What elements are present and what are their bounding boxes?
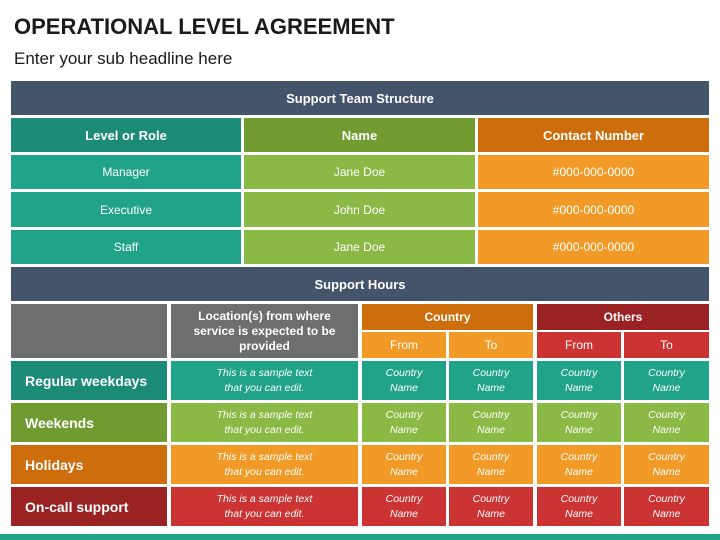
country-name-line: Name [389,465,418,478]
others-from-header: From [537,332,621,358]
country-name-cell: Country Name [537,403,621,442]
team-cell-contact: #000-000-0000 [478,230,709,264]
sample-text-line: that you can edit. [224,507,305,520]
sample-text-line: This is a sample text [216,366,313,379]
country-name-line: Name [476,465,505,478]
team-cell-role: Staff [11,230,241,264]
team-cell-role: Executive [11,192,241,227]
team-cell-name: Jane Doe [244,230,475,264]
country-name-line: Name [476,381,505,394]
country-name-line: Country [385,450,423,463]
team-cell-name: Jane Doe [244,155,475,189]
country-to-header: To [449,332,533,358]
country-name-cell: Country Name [449,487,533,526]
team-cell-role: Manager [11,155,241,189]
bottom-accent-bar [0,534,720,540]
country-name-cell: Country Name [537,361,621,400]
country-name-line: Name [652,465,681,478]
page-title: OPERATIONAL LEVEL AGREEMENT [14,14,395,39]
hours-row-label: On-call support [11,487,167,526]
sample-text-cell: This is a sample text that you can edit. [171,403,358,442]
team-cell-name: John Doe [244,192,475,227]
hours-row-label: Regular weekdays [11,361,167,400]
country-header: Country [362,304,533,330]
country-name-line: Country [560,408,598,421]
country-name-cell: Country Name [537,445,621,484]
country-name-line: Country [560,450,598,463]
sample-text-cell: This is a sample text that you can edit. [171,445,358,484]
country-name-line: Name [389,507,418,520]
country-name-line: Country [648,492,685,505]
country-name-cell: Country Name [624,487,709,526]
country-name-line: Name [564,423,593,436]
country-name-line: Country [560,492,598,505]
country-name-line: Name [652,381,681,394]
sample-text-line: that you can edit. [224,381,305,394]
country-name-line: Country [560,366,598,379]
team-col-role-header: Level or Role [11,118,241,152]
team-cell-contact: #000-000-0000 [478,192,709,227]
sample-text-line: This is a sample text [216,408,313,421]
sample-text-line: This is a sample text [216,450,313,463]
page-subtitle: Enter your sub headline here [14,49,233,68]
country-name-cell: Country Name [449,361,533,400]
country-name-line: Country [472,492,510,505]
country-name-line: Name [564,381,593,394]
country-name-line: Country [472,408,510,421]
country-name-cell: Country Name [537,487,621,526]
country-name-line: Country [648,408,685,421]
others-header: Others [537,304,709,330]
sample-text-line: This is a sample text [216,492,313,505]
sample-text-cell: This is a sample text that you can edit. [171,361,358,400]
country-name-line: Name [476,423,505,436]
country-from-header: From [362,332,446,358]
sample-text-line: that you can edit. [224,423,305,436]
country-name-line: Country [648,366,685,379]
team-section-header: Support Team Structure [11,81,709,115]
country-name-cell: Country Name [362,445,446,484]
country-name-line: Name [564,507,593,520]
country-name-line: Country [385,408,423,421]
country-name-cell: Country Name [624,403,709,442]
country-name-line: Name [389,381,418,394]
hours-corner-cell [11,304,167,358]
country-name-cell: Country Name [449,403,533,442]
country-name-line: Country [385,366,423,379]
country-name-line: Name [652,507,681,520]
team-col-contact-header: Contact Number [478,118,709,152]
country-name-cell: Country Name [624,361,709,400]
others-to-header: To [624,332,709,358]
hours-row-label: Weekends [11,403,167,442]
country-name-line: Name [476,507,505,520]
country-name-cell: Country Name [624,445,709,484]
hours-section-header: Support Hours [11,267,709,301]
country-name-cell: Country Name [362,403,446,442]
country-name-cell: Country Name [449,445,533,484]
team-col-name-header: Name [244,118,475,152]
country-name-cell: Country Name [362,487,446,526]
country-name-line: Name [564,465,593,478]
country-name-line: Country [385,492,423,505]
sample-text-line: that you can edit. [224,465,305,478]
country-name-cell: Country Name [362,361,446,400]
country-name-line: Country [472,450,510,463]
hours-row-label: Holidays [11,445,167,484]
team-cell-contact: #000-000-0000 [478,155,709,189]
country-name-line: Name [652,423,681,436]
country-name-line: Country [648,450,685,463]
sample-text-cell: This is a sample text that you can edit. [171,487,358,526]
country-name-line: Country [472,366,510,379]
country-name-line: Name [389,423,418,436]
location-header: Location(s) from where service is expect… [171,304,358,358]
